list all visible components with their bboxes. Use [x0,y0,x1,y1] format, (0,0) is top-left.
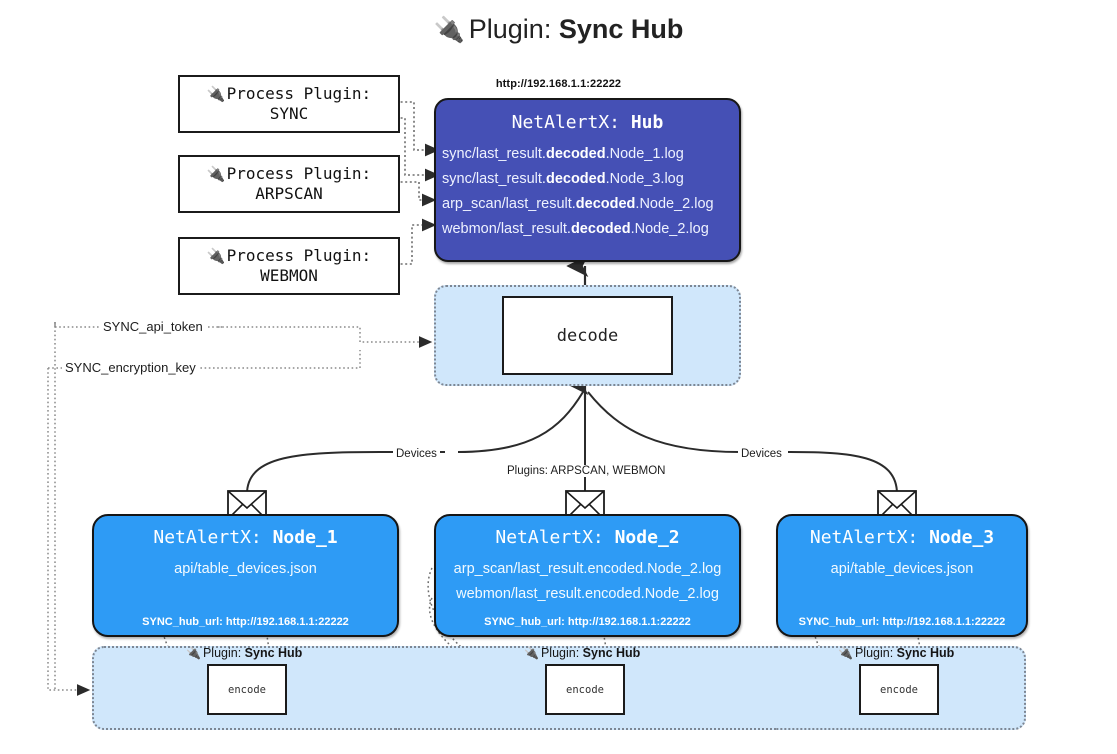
plug-icon: 🔌 [433,16,465,44]
hub-log-item: sync/last_result.decoded.Node_1.log [442,146,684,162]
plug-icon: 🔌 [524,646,539,660]
encode-box-node-1[interactable]: encode [207,664,287,715]
node-1-body: api/table_devices.json [94,557,397,582]
secret-label-api-token: SYNC_api_token [100,318,206,336]
plugin-band-label-2: 🔌Plugin: Sync Hub [524,646,641,660]
process-plugin-webmon[interactable]: 🔌Process Plugin: WEBMON [178,237,400,295]
page-title-prefix: Plugin: [468,14,552,44]
plug-icon: 🔌 [186,646,201,660]
hub-title-name: Hub [630,112,664,133]
node-2-body: arp_scan/last_result.encoded.Node_2.log … [436,557,739,607]
process-plugin-label: Process Plugin: [226,164,372,183]
node-1-artifact: api/table_devices.json [174,561,317,577]
hub-log-list: sync/last_result.decoded.Node_1.log sync… [436,142,739,242]
node-3[interactable]: NetAlertX: Node_3 api/table_devices.json… [776,514,1028,637]
process-plugin-arpscan[interactable]: 🔌Process Plugin: ARPSCAN [178,155,400,213]
flow-label-plugins-center: Plugins: ARPSCAN, WEBMON [504,461,669,479]
hub-log-item: arp_scan/last_result.decoded.Node_2.log [442,195,714,212]
flow-label-devices-right: Devices [738,444,785,462]
encode-box-node-3[interactable]: encode [859,664,939,715]
hub-log-item: webmon/last_result.decoded.Node_2.log [442,220,709,237]
node-1-title: NetAlertX: Node_1 [153,527,338,548]
node-3-artifact: api/table_devices.json [830,561,974,577]
node-3-hub-url: SYNC_hub_url: http://192.168.1.1:22222 [798,616,1006,628]
plug-icon: 🔌 [838,646,853,660]
page-title: 🔌Plugin: Sync Hub [0,14,1117,45]
plugin-band-label-3: 🔌Plugin: Sync Hub [838,646,955,660]
process-plugin-label: Process Plugin: [226,84,372,103]
decode-box[interactable]: decode [502,296,673,375]
node-2[interactable]: NetAlertX: Node_2 arp_scan/last_result.e… [434,514,741,637]
flow-label-devices-left: Devices [393,444,440,462]
process-plugin-name: SYNC [269,104,309,123]
node-1-hub-url: SYNC_hub_url: http://192.168.1.1:22222 [142,616,349,628]
process-plugin-name: ARPSCAN [255,184,323,203]
hub-title-prefix: NetAlertX: [511,112,620,133]
plug-icon: 🔌 [206,85,226,103]
node-1[interactable]: NetAlertX: Node_1 api/table_devices.json… [92,514,399,637]
node-2-artifact: webmon/last_result.encoded.Node_2.log [456,585,719,602]
secret-label-encryption-key: SYNC_encryption_key [62,359,199,377]
plug-icon: 🔌 [206,165,226,183]
process-plugin-name: WEBMON [260,266,318,285]
hub-node[interactable]: NetAlertX: Hub sync/last_result.decoded.… [434,98,741,262]
hub-url-label: http://192.168.1.1:22222 [495,78,622,90]
node-3-title: NetAlertX: Node_3 [809,527,995,548]
page-title-name: Sync Hub [558,14,684,44]
node-2-artifact: arp_scan/last_result.encoded.Node_2.log [453,561,722,577]
encode-box-node-2[interactable]: encode [545,664,625,715]
node-2-hub-url: SYNC_hub_url: http://192.168.1.1:22222 [484,616,691,628]
plug-icon: 🔌 [206,247,226,265]
node-3-body: api/table_devices.json [778,557,1026,582]
hub-title: NetAlertX: Hub [436,112,739,133]
process-plugin-sync[interactable]: 🔌Process Plugin: SYNC [178,75,400,133]
process-plugin-label: Process Plugin: [226,246,372,265]
node-2-title: NetAlertX: Node_2 [495,527,680,548]
hub-log-item: sync/last_result.decoded.Node_3.log [442,170,684,187]
plugin-band-label-1: 🔌Plugin: Sync Hub [186,646,303,660]
